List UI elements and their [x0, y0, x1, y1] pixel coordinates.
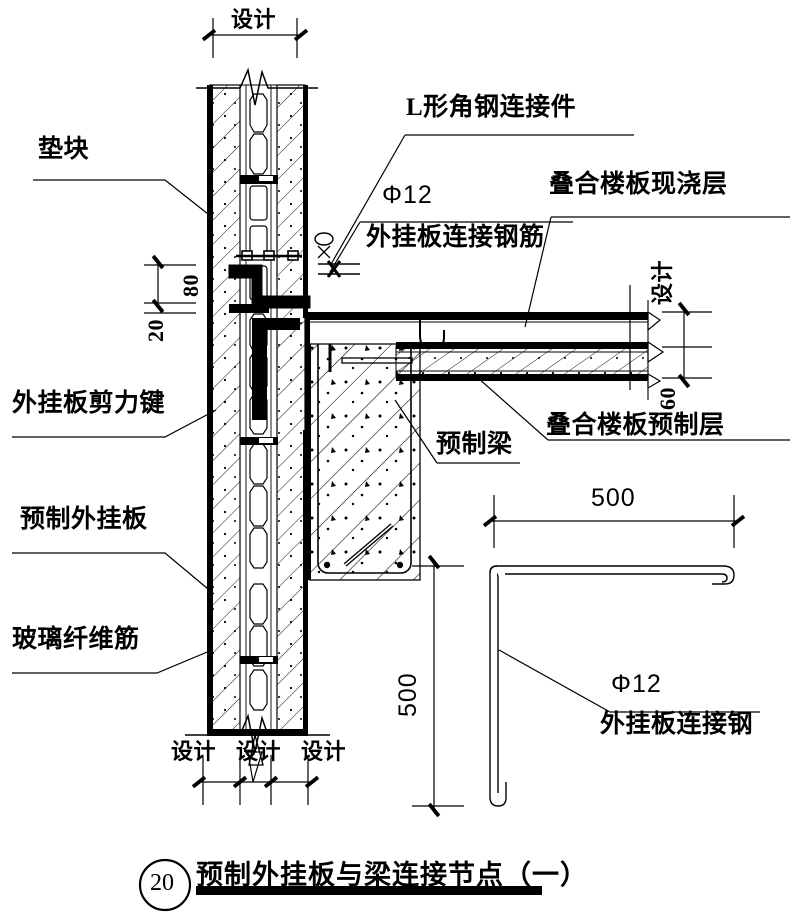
title-block [138, 858, 542, 912]
dim-text-left-80: 80 [178, 274, 203, 297]
detail-tag-number: 20 [150, 870, 174, 896]
composite-floor-slab [310, 300, 665, 400]
dim-text-rebar-horizontal-500: 500 [591, 484, 636, 512]
precast-cladding-panel-section [185, 67, 330, 753]
label-composite-slab-precast-layer: 叠合楼板预制层 [546, 412, 725, 439]
dim-text-top-design: 设计 [231, 7, 277, 32]
dim-text-bottom-design-1: 设计 [171, 739, 217, 764]
label-composite-slab-cast-in-place-layer: 叠合楼板现浇层 [549, 171, 728, 198]
dimension-left-80-20 [144, 254, 196, 314]
dim-text-bottom-design-3: 设计 [301, 739, 347, 764]
label-phi12-lower: Φ12 [611, 670, 662, 698]
label-precast-beam: 预制梁 [436, 431, 513, 458]
label-l-shape-steel-angle: L形角钢连接件 [406, 94, 577, 121]
dim-text-bottom-design-2: 设计 [236, 739, 282, 764]
dimension-bottom-design [191, 734, 320, 805]
dim-text-rebar-vertical-500: 500 [394, 672, 422, 717]
label-cladding-connection-bar: 外挂板连接钢 [600, 711, 754, 738]
label-glass-fiber-bar: 玻璃纤维筋 [12, 626, 140, 653]
dim-text-left-20: 20 [143, 319, 168, 342]
rebar-bent-bar-detail [412, 495, 760, 818]
label-cladding-connection-rebar: 外挂板连接钢筋 [366, 224, 545, 251]
dimension-right-design-60 [629, 285, 712, 390]
dimension-top-design [201, 18, 309, 58]
label-phi12-upper: Φ12 [382, 181, 433, 209]
label-precast-cladding-panel: 预制外挂板 [20, 506, 148, 533]
dim-text-right-60: 60 [655, 387, 680, 410]
l-shape-steel-angle-connector [228, 232, 360, 420]
dim-text-right-design: 设计 [650, 259, 675, 305]
label-cladding-shear-key: 外挂板剪力键 [12, 390, 166, 417]
label-spacer-block: 垫块 [38, 136, 90, 163]
precast-beam-section [305, 312, 648, 581]
detail-title: 预制外挂板与梁连接节点（一） [196, 860, 588, 890]
leader-lines [12, 134, 790, 674]
